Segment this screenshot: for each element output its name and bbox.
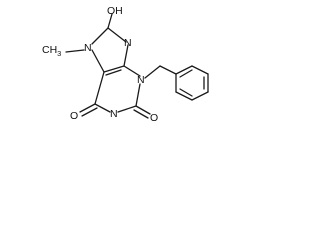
label-methyl-sub: 3: [57, 49, 61, 58]
label-methyl-ch: CH: [42, 44, 57, 56]
label-n1: N: [110, 108, 118, 120]
label-n9: N: [124, 37, 132, 49]
bond-n3-c2: [135, 83, 141, 107]
label-o2: O: [150, 112, 158, 124]
bond-c8-oh: [107, 13, 113, 29]
label-methyl: CH3: [42, 44, 61, 58]
bond-ph-2: [191, 65, 209, 75]
bond-c8-n7: [91, 27, 109, 45]
bond-c4-n3: [123, 65, 141, 77]
bond-c2-o2: [135, 105, 151, 115]
bonds: [65, 13, 209, 119]
atom-labels: OH N N CH3 N N O O: [42, 5, 158, 124]
label-top-oh: OH: [107, 5, 123, 17]
bond-c2-n1: [117, 105, 137, 113]
label-o6: O: [70, 110, 78, 122]
bond-ch2-ph: [159, 65, 177, 75]
molecule-diagram: OH N N CH3 N N O O: [0, 0, 225, 136]
bond-c5-n7: [91, 49, 105, 73]
bond-n3-ch2: [144, 65, 161, 79]
bond-n7-methyl: [65, 49, 85, 53]
bond-n9-c4: [123, 44, 129, 67]
molecule-structure: OH N N CH3 N N O O: [42, 5, 209, 124]
label-n7: N: [84, 42, 92, 54]
bond-ph-1: [175, 65, 193, 75]
bond-c6-c5: [94, 71, 105, 105]
bond-ph-4: [191, 91, 209, 101]
bond-c8-n9: [107, 27, 127, 43]
bond-c4-c5: [103, 65, 125, 73]
bond-c4-c5-double: [105, 69, 122, 76]
bond-n1-c6: [94, 103, 111, 113]
bond-c2-o2-double: [133, 109, 149, 119]
bond-c6-o6: [79, 103, 96, 113]
label-n3: N: [137, 74, 145, 86]
bond-ph-inner-1: [179, 69, 193, 78]
bond-ph-5: [175, 91, 193, 101]
bond-c6-o6-double: [81, 107, 98, 117]
bond-ph-inner-3: [179, 88, 193, 97]
